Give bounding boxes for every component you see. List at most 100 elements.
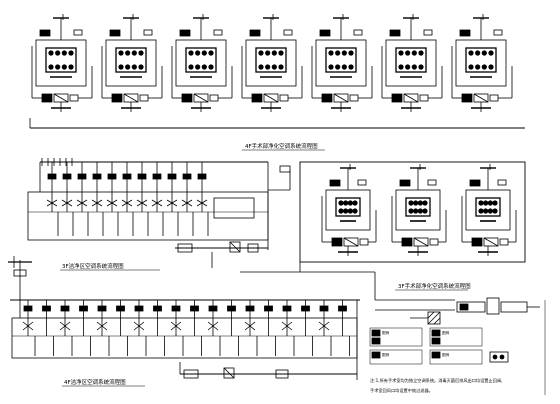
terminal-drop — [91, 162, 104, 236]
diffuser-outlet — [338, 200, 344, 206]
terminal-drop — [42, 300, 54, 356]
ahu-coil — [343, 237, 359, 247]
drop-damper — [197, 173, 207, 180]
drop-damper — [42, 305, 51, 312]
ahu-coil-diag — [473, 93, 489, 103]
mid-left-drops — [41, 158, 209, 236]
filter-box — [73, 29, 83, 36]
diffuser-panel — [335, 197, 361, 217]
diffuser-outlet — [398, 64, 404, 70]
diffuser-outlet — [422, 200, 428, 206]
diffuser-outlet — [417, 200, 423, 206]
drop-damper — [60, 305, 70, 312]
note-line-2: 手术室回风口均设置中效过滤器。 — [370, 387, 433, 394]
diffuser-outlet — [188, 50, 194, 56]
diffuser-outlet — [347, 200, 353, 206]
terminal-drop — [151, 162, 164, 236]
caption-mid-left-system: 3F洁净区空调系统流程图 — [62, 262, 124, 270]
room-frame — [315, 39, 367, 87]
ahu-fan — [111, 93, 123, 103]
diffuser-panel — [405, 197, 431, 217]
diffuser-outlet — [201, 50, 207, 56]
ahu-fan — [461, 93, 473, 103]
drop-damper — [338, 305, 347, 312]
terminal-drop — [116, 300, 128, 356]
ahu-filter — [139, 94, 149, 102]
diffuser-outlet — [118, 64, 124, 70]
bottom-system — [10, 260, 360, 380]
or-unit-4f — [381, 14, 443, 112]
or-unit-3f — [321, 164, 377, 256]
damper — [329, 179, 341, 187]
or-unit-4f — [451, 14, 513, 112]
diffuser-outlet — [418, 50, 424, 56]
filter-box — [497, 179, 507, 186]
terminal-drop — [190, 300, 202, 356]
legend: 图例 图例 图例 图例 — [369, 327, 509, 365]
ahu-fan — [401, 237, 413, 247]
drop-diffuser — [121, 199, 133, 207]
drop-damper — [227, 305, 236, 312]
damper — [469, 179, 481, 187]
diffuser-outlet — [48, 64, 54, 70]
terminal-drop — [133, 300, 147, 356]
room-frame — [175, 39, 227, 87]
drop-damper — [122, 173, 132, 180]
diffuser-outlet — [195, 64, 201, 70]
filter-box — [357, 179, 367, 186]
diffuser-outlet — [55, 50, 61, 56]
diffuser-outlet — [487, 200, 493, 206]
diffuser-outlet — [411, 50, 417, 56]
drop-damper — [137, 173, 147, 180]
or-unit-4f — [171, 14, 233, 112]
terminal-drop — [281, 300, 295, 356]
diffuser-outlet — [118, 50, 124, 56]
terminal-drop — [181, 162, 194, 236]
diffuser-outlet — [408, 200, 414, 206]
diffuser-outlet — [413, 208, 419, 214]
diffuser-outlet — [343, 208, 349, 214]
diffuser-panel — [395, 47, 427, 73]
terminal-drop — [244, 300, 258, 356]
diffuser-outlet — [348, 64, 354, 70]
filter-box — [493, 29, 503, 36]
drop-damper — [23, 305, 33, 312]
diffuser-outlet — [352, 200, 358, 206]
diffuser-outlet — [265, 64, 271, 70]
drop-damper — [153, 305, 162, 312]
drop-diffuser — [281, 321, 293, 331]
ahu-coil-diag — [333, 93, 349, 103]
diffuser-panel — [45, 47, 77, 73]
diffuser-outlet — [338, 208, 344, 214]
or-unit-4f — [241, 14, 303, 112]
diffuser-outlet — [265, 50, 271, 56]
damper — [249, 29, 261, 37]
caption-top-system: 4F手术部净化空调系统流程图 — [245, 142, 318, 150]
drop-damper — [264, 305, 273, 312]
drop-diffuser — [133, 321, 145, 331]
diffuser-outlet — [405, 64, 411, 70]
diffuser-panel — [185, 47, 217, 73]
diffuser-outlet — [483, 200, 489, 206]
drop-diffuser — [96, 321, 108, 331]
ahu-filter — [489, 94, 499, 102]
diffuser-panel — [475, 197, 501, 217]
diffuser-outlet — [278, 64, 284, 70]
terminal-drop — [227, 300, 239, 356]
diffuser-outlet — [468, 50, 474, 56]
terminal-drop — [76, 162, 89, 236]
diffuser-outlet — [413, 200, 419, 206]
terminal-drop — [96, 300, 110, 356]
drop-diffuser — [170, 321, 182, 331]
terminal-drop — [106, 162, 119, 236]
diffuser-outlet — [335, 64, 341, 70]
diffuser-outlet — [131, 50, 137, 56]
diffuser-outlet — [468, 64, 474, 70]
diffuser-outlet — [328, 64, 334, 70]
bottom-left-fan — [13, 269, 27, 277]
diffuser-panel — [255, 47, 287, 73]
drop-damper — [92, 173, 102, 180]
drop-damper — [77, 173, 87, 180]
filter-box — [423, 29, 433, 36]
diffuser-outlet — [125, 64, 131, 70]
